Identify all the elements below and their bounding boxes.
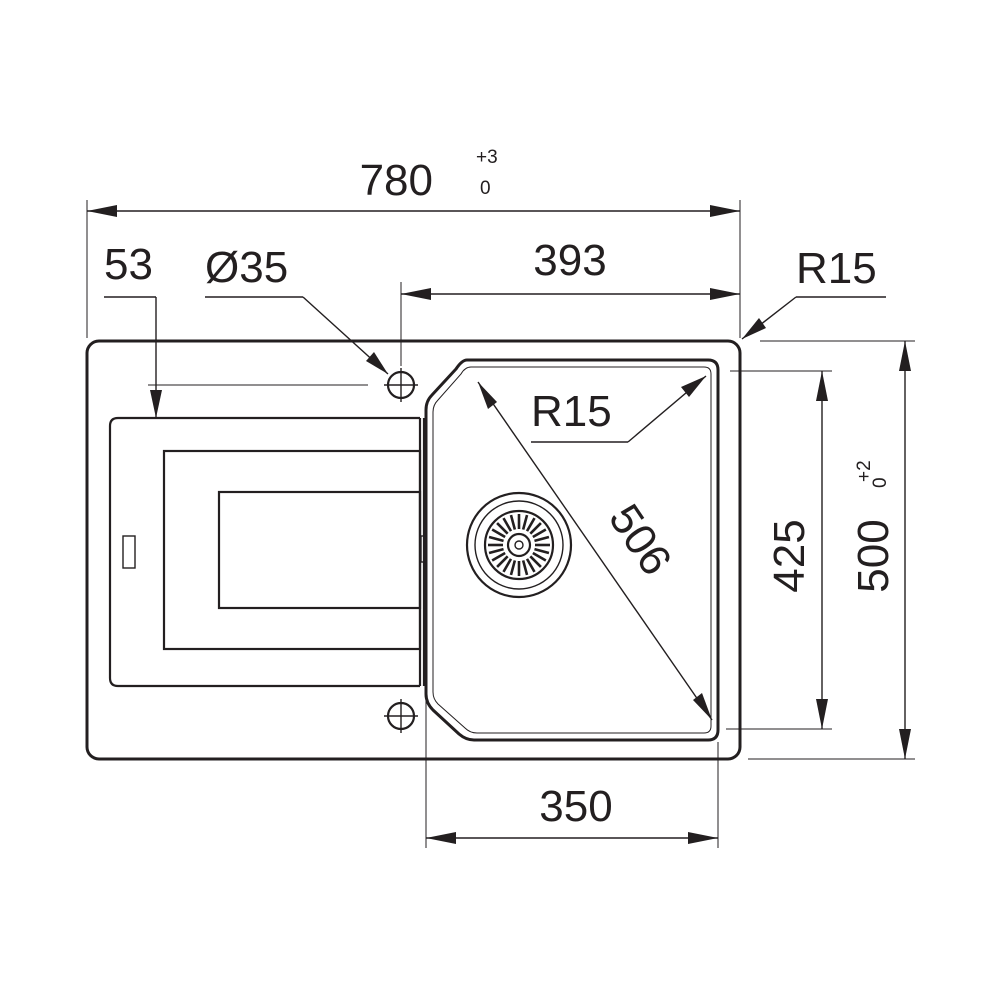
drain-slot <box>534 547 550 555</box>
overall-depth-tol-upper: +2 <box>854 460 875 482</box>
drain-slot <box>532 528 547 539</box>
tap-hole-top <box>384 368 418 402</box>
hole-diameter-label: Ø35 <box>205 243 288 292</box>
drain-slot <box>488 535 504 543</box>
edge-offset-label: 53 <box>104 240 153 289</box>
drain-slot <box>525 558 536 573</box>
outer-radius-label: R15 <box>796 244 877 293</box>
drain-slot <box>491 528 506 539</box>
drain-slot <box>491 551 506 562</box>
drain-slot <box>532 551 547 562</box>
dimension-overall-width: 780 +3 0 <box>86 147 741 338</box>
overall-width-tol-upper: +3 <box>476 147 498 168</box>
drainer-area <box>108 416 427 688</box>
drain-slot <box>488 547 504 555</box>
diagonal-label: 506 <box>599 496 681 584</box>
drain-slot <box>529 555 542 568</box>
overall-width-tol-lower: 0 <box>480 178 491 199</box>
bowl <box>424 358 720 742</box>
overall-depth-tol-lower: 0 <box>870 477 891 488</box>
drain-slot <box>534 535 550 543</box>
drain-slot <box>509 560 517 576</box>
drain-slots <box>488 514 550 576</box>
drain-slot <box>525 517 536 532</box>
dimension-hole-diameter: Ø35 <box>205 243 389 375</box>
dimension-edge-offset: 53 <box>104 240 368 418</box>
dimension-outer-radius: R15 <box>741 244 886 340</box>
sink-outline <box>85 339 742 761</box>
dimension-overall-depth: 500 +2 0 <box>748 340 915 760</box>
overall-width-label: 780 <box>360 156 433 205</box>
bowl-depth-label: 425 <box>765 519 814 592</box>
dimension-bowl-radius: R15 <box>531 375 707 443</box>
tap-hole-bottom <box>384 699 418 733</box>
drain-slot <box>529 522 542 535</box>
drain-slot <box>521 560 529 576</box>
bowl-offset-label: 393 <box>533 236 606 285</box>
bowl-width-label: 350 <box>539 782 612 831</box>
bowl-radius-label: R15 <box>531 387 612 436</box>
dimension-bowl-width: 350 <box>425 700 719 848</box>
drain-slot <box>509 514 517 530</box>
drain-slot <box>496 555 509 568</box>
dimension-bowl-depth: 425 <box>726 370 832 730</box>
overall-depth-label: 500 <box>849 519 898 592</box>
drain-slot <box>496 522 509 535</box>
drain-strainer <box>465 491 573 599</box>
dimension-bowl-offset: 393 <box>400 236 740 366</box>
drain-slot <box>502 558 513 573</box>
drain-slot <box>502 517 513 532</box>
drain-slot <box>521 514 529 530</box>
